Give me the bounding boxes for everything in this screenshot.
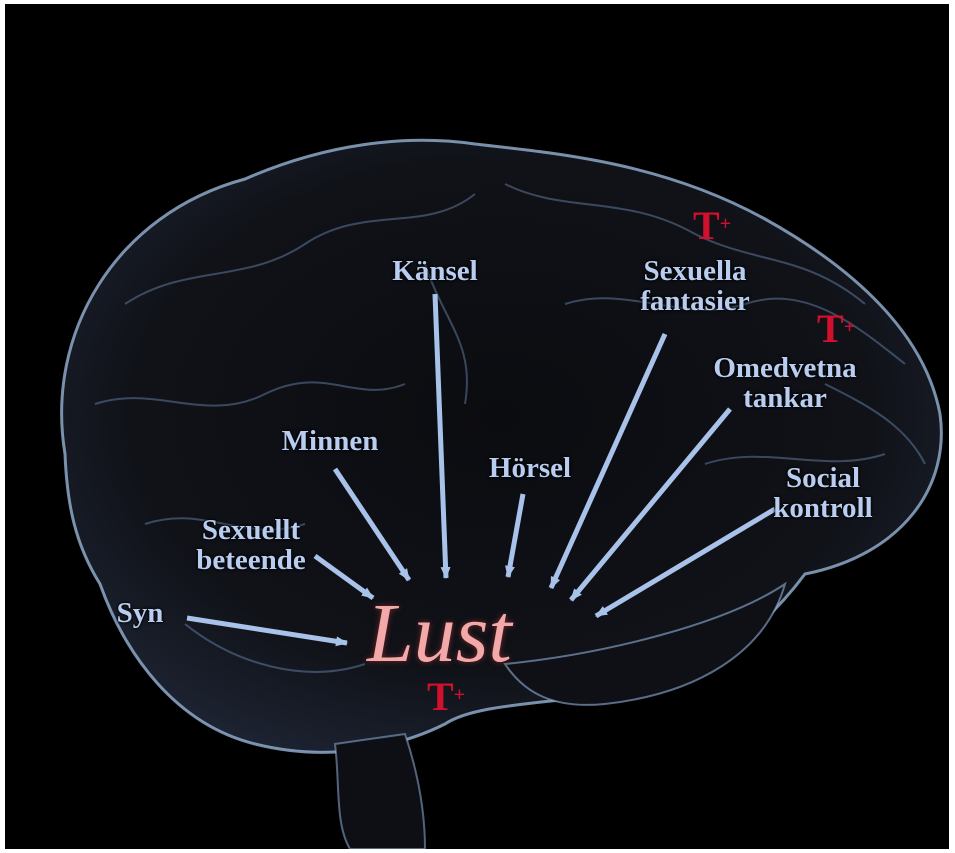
label-sexuellt-beteende: Sexuellt beteende [171, 515, 331, 575]
label-omedvetna-tankar: Omedvetna tankar [685, 353, 885, 413]
label-syn: Syn [105, 598, 175, 628]
testosterone-marker-top: T+ [693, 206, 731, 246]
testosterone-marker-right: T+ [817, 309, 855, 349]
label-sexuella-fantasier: Sexuella fantasier [615, 256, 775, 316]
label-social-kontroll: Social kontroll [753, 463, 893, 523]
brainstem-shape [335, 734, 425, 849]
label-horsel: Hörsel [470, 453, 590, 483]
diagram-canvas: Känsel Sexuella fantasier Omedvetna tank… [5, 4, 949, 849]
label-minnen: Minnen [260, 426, 400, 456]
brain-illustration [5, 4, 949, 849]
center-label-lust: Lust [367, 589, 512, 679]
label-kansel: Känsel [365, 256, 505, 286]
testosterone-marker-bottom: T+ [427, 677, 465, 717]
